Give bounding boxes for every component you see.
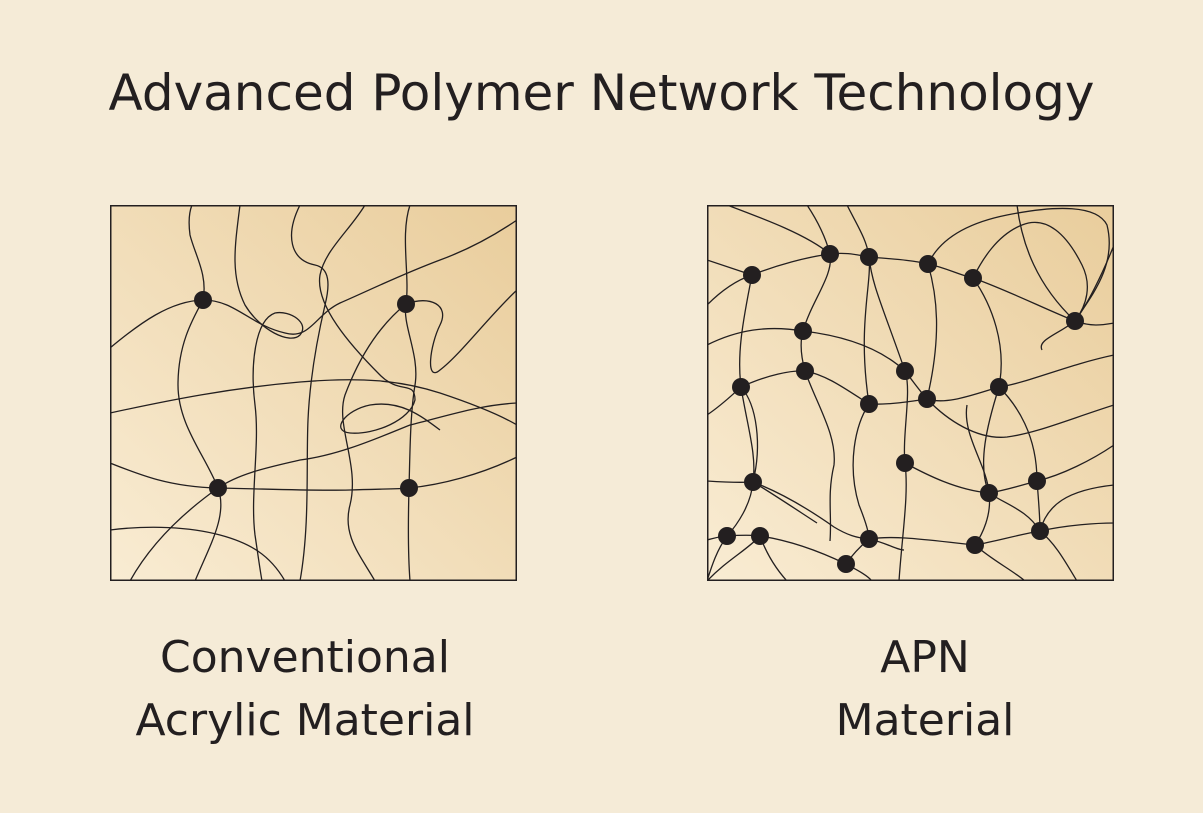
crosslink-node <box>990 378 1008 396</box>
caption-line: APN <box>880 632 970 683</box>
crosslink-node <box>966 536 984 554</box>
polymer-chains <box>110 205 517 581</box>
crosslink-node <box>919 255 937 273</box>
crosslink-node <box>860 395 878 413</box>
crosslink-node <box>980 484 998 502</box>
conventional-network-diagram <box>110 205 517 581</box>
crosslink-node <box>209 479 227 497</box>
crosslink-node <box>964 269 982 287</box>
conventional-network-panel <box>110 205 517 581</box>
crosslink-node <box>400 479 418 497</box>
apn-caption: APN Material <box>715 626 1135 752</box>
crosslink-node <box>896 362 914 380</box>
diagram-title: Advanced Polymer Network Technology <box>108 64 1095 122</box>
crosslink-node <box>918 390 936 408</box>
crosslink-node <box>896 454 914 472</box>
crosslink-node <box>796 362 814 380</box>
apn-network-panel <box>707 205 1114 581</box>
crosslink-node <box>1066 312 1084 330</box>
panel-border <box>110 205 517 581</box>
panel-background <box>707 205 1114 581</box>
crosslink-node <box>397 295 415 313</box>
apn-network-diagram <box>707 205 1114 581</box>
crosslink-node <box>860 248 878 266</box>
crosslink-node <box>732 378 750 396</box>
crosslink-node <box>860 530 878 548</box>
conventional-caption: Conventional Acrylic Material <box>95 626 515 752</box>
crosslink-node <box>194 291 212 309</box>
crosslink-node <box>744 473 762 491</box>
crosslink-nodes <box>718 245 1084 573</box>
caption-line: Acrylic Material <box>135 695 475 746</box>
crosslink-node <box>743 266 761 284</box>
crosslink-node <box>837 555 855 573</box>
panel-border <box>707 205 1114 581</box>
crosslink-node <box>1028 472 1046 490</box>
crosslink-node <box>718 527 736 545</box>
crosslink-nodes <box>194 291 418 497</box>
crosslink-node <box>794 322 812 340</box>
panel-background <box>110 205 517 581</box>
crosslink-node <box>1031 522 1049 540</box>
caption-line: Conventional <box>160 632 450 683</box>
crosslink-node <box>751 527 769 545</box>
caption-line: Material <box>835 695 1015 746</box>
crosslink-node <box>821 245 839 263</box>
